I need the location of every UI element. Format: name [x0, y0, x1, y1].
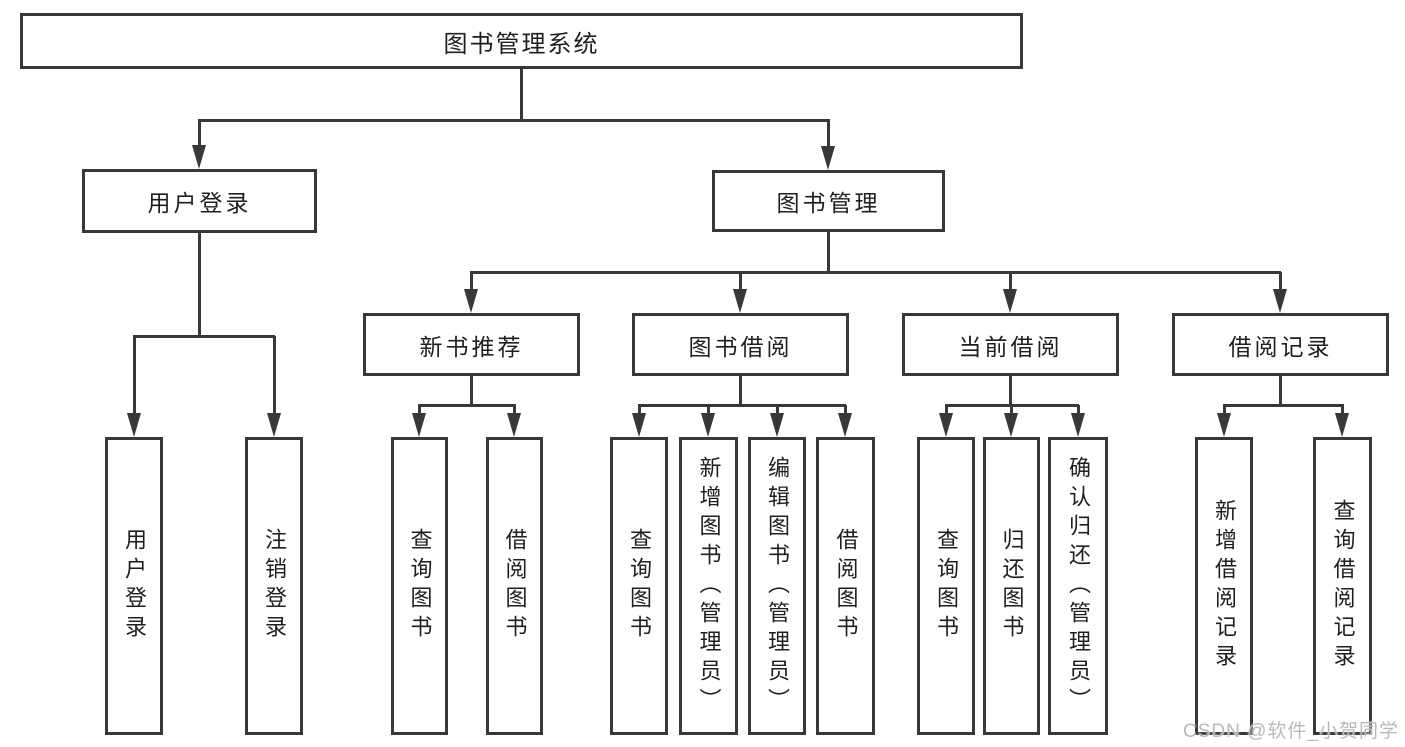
connector-vertical-line	[1010, 405, 1013, 419]
arrow-down-icon	[192, 145, 206, 169]
node-new-book-recommend: 新书推荐	[363, 313, 580, 376]
leaf-edit-book-admin: 编辑图书（管理员）	[748, 437, 806, 735]
connector-horizontal-line	[1223, 404, 1344, 407]
leaf-query-borrow-record: 查询借阅记录	[1313, 437, 1372, 735]
arrow-down-icon	[1217, 413, 1231, 437]
arrow-down-icon	[507, 413, 521, 437]
arrow-down-icon	[1071, 413, 1085, 437]
connector-vertical-line	[1009, 376, 1012, 407]
leaf-logout: 注销登录	[245, 437, 303, 735]
node-user-login: 用户登录	[82, 169, 317, 233]
connector-horizontal-line	[638, 404, 846, 407]
leaf-add-borrow-record: 新增借阅记录	[1195, 437, 1253, 735]
arrow-down-icon	[939, 413, 953, 437]
arrow-down-icon	[838, 413, 852, 437]
connector-vertical-line	[844, 405, 847, 419]
csdn-watermark: CSDN @软件_小贺同学	[1183, 721, 1399, 742]
connector-vertical-line	[1279, 272, 1282, 294]
arrow-down-icon	[412, 413, 426, 437]
connector-vertical-line	[520, 69, 523, 122]
connector-vertical-line	[827, 120, 830, 150]
connector-vertical-line	[1279, 376, 1282, 407]
arrow-down-icon	[127, 413, 141, 437]
connector-vertical-line	[198, 233, 201, 338]
leaf-borrow-book-recommend: 借阅图书	[486, 437, 543, 735]
leaf-query-book-recommend: 查询图书	[391, 437, 448, 735]
connector-vertical-line	[513, 405, 516, 419]
leaf-borrow-book: 借阅图书	[816, 437, 875, 735]
connector-vertical-line	[945, 405, 948, 419]
connector-horizontal-line	[945, 404, 1079, 407]
connector-vertical-line	[776, 405, 779, 419]
node-borrow-record: 借阅记录	[1172, 313, 1389, 376]
leaf-query-book-borrow: 查询图书	[610, 437, 668, 735]
leaf-query-book-current: 查询图书	[917, 437, 975, 735]
arrow-down-icon	[267, 413, 281, 437]
leaf-return-book: 归还图书	[983, 437, 1040, 735]
arrow-down-icon	[632, 413, 646, 437]
connector-vertical-line	[470, 272, 473, 294]
node-current-borrow: 当前借阅	[902, 313, 1119, 376]
connector-vertical-line	[638, 405, 641, 419]
node-book-management: 图书管理	[712, 170, 945, 232]
connector-vertical-line	[1077, 405, 1080, 419]
connector-vertical-line	[198, 120, 201, 150]
arrow-down-icon	[733, 289, 747, 313]
connector-vertical-line	[133, 336, 136, 418]
connector-vertical-line	[739, 272, 742, 294]
connector-horizontal-line	[470, 271, 1281, 274]
connector-vertical-line	[1009, 272, 1012, 294]
connector-vertical-line	[418, 405, 421, 419]
connector-horizontal-line	[198, 119, 830, 122]
arrow-down-icon	[821, 146, 835, 170]
connector-vertical-line	[1341, 405, 1344, 419]
arrow-down-icon	[1273, 289, 1287, 313]
connector-vertical-line	[707, 405, 710, 419]
connector-vertical-line	[739, 376, 742, 407]
node-library-system: 图书管理系统	[20, 13, 1023, 69]
node-book-borrow: 图书借阅	[632, 313, 849, 376]
leaf-user-login: 用户登录	[105, 437, 163, 735]
arrow-down-icon	[1335, 413, 1349, 437]
connector-horizontal-line	[418, 404, 516, 407]
arrow-down-icon	[464, 289, 478, 313]
leaf-confirm-return-admin: 确认归还（管理员）	[1048, 437, 1108, 735]
arrow-down-icon	[1004, 413, 1018, 437]
arrow-down-icon	[1003, 289, 1017, 313]
arrow-down-icon	[770, 413, 784, 437]
connector-vertical-line	[1223, 405, 1226, 419]
arrow-down-icon	[701, 413, 715, 437]
connector-vertical-line	[827, 232, 830, 274]
connector-vertical-line	[470, 376, 473, 407]
leaf-add-book-admin: 新增图书（管理员）	[679, 437, 738, 735]
connector-vertical-line	[273, 336, 276, 418]
connector-horizontal-line	[133, 335, 275, 338]
